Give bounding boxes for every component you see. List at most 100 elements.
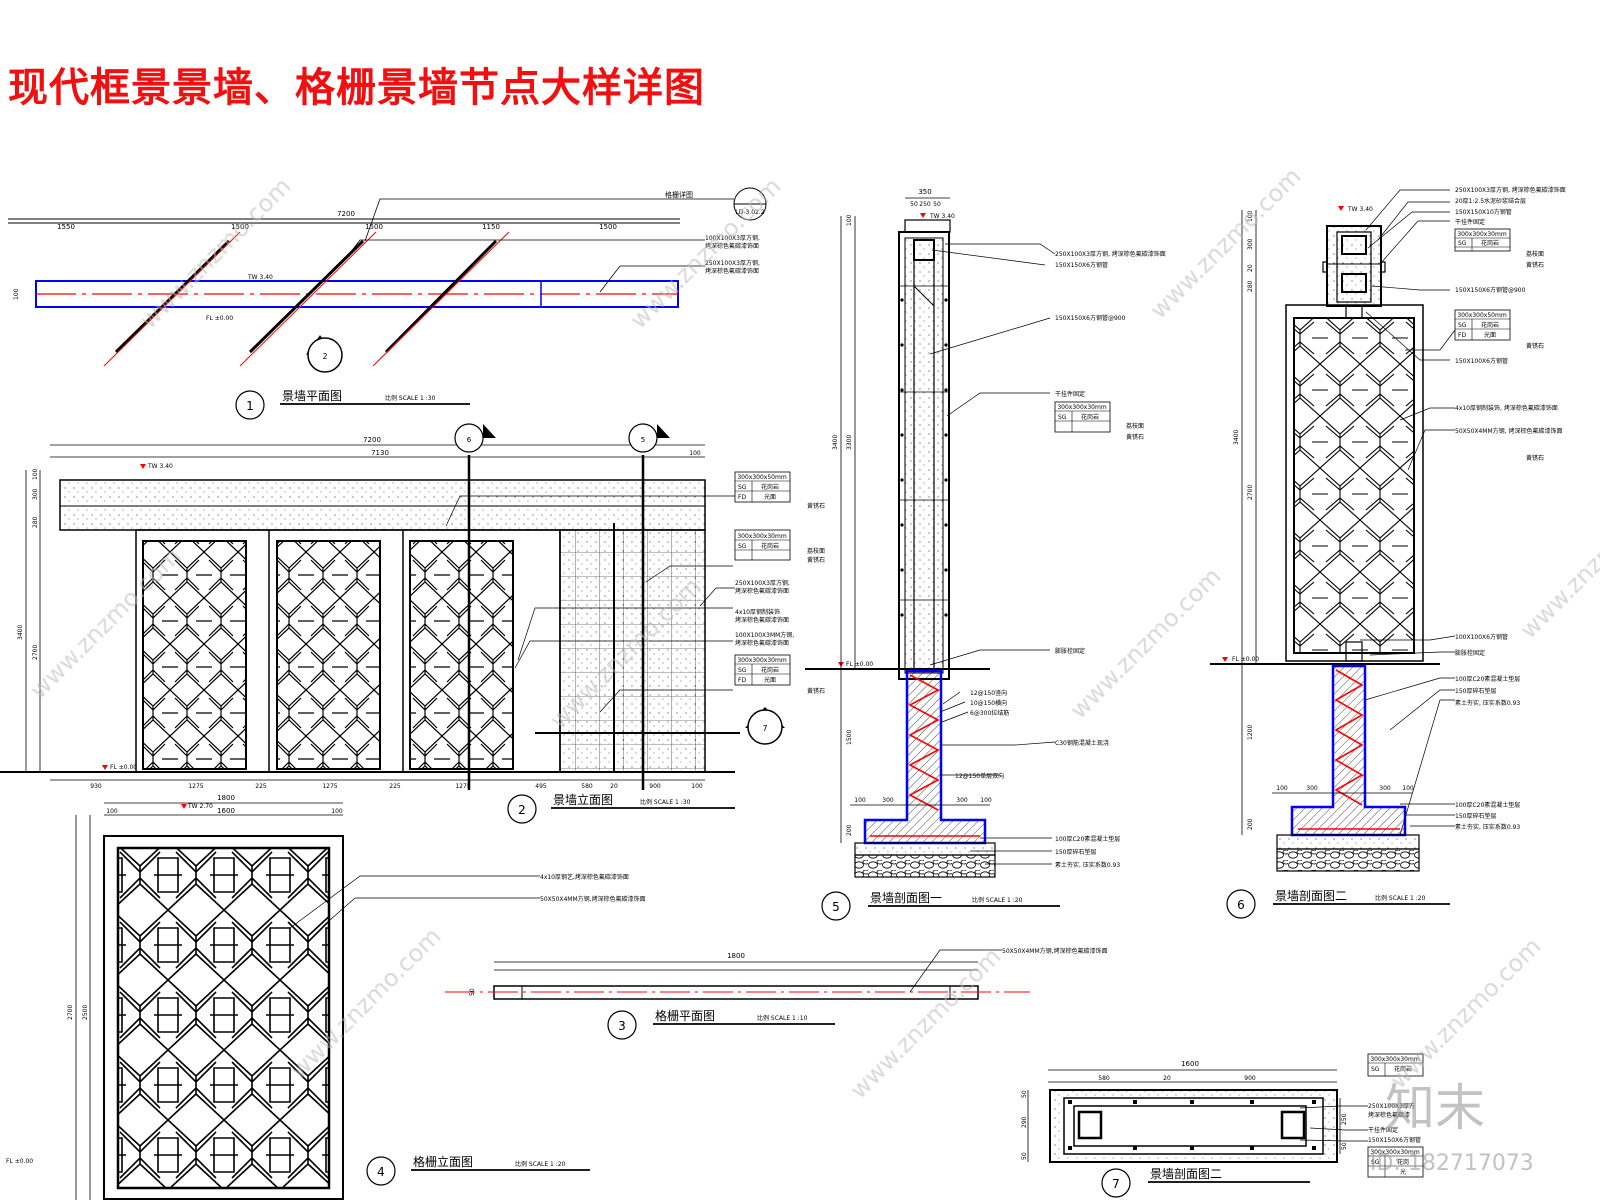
grille-elev-note-1: 4x10厚钢艺,烤深棕色氟碳漆饰面 [540,873,629,881]
elev-material-table-3: 300x300x30mm SG 花岗岩 FD 光面 [734,654,791,686]
watermark-text-9: www.znzmo.com [1384,932,1546,1094]
elev-left-part-4: 2700 [32,645,39,660]
elev-bottom-8: 580 [581,783,593,790]
tbl1-r2b: 光面 [764,493,776,501]
grille-elevation-view: 1800 1600 100 100 TW 2.70 2700 2500 FL ±… [6,794,646,1200]
sec6-note-9: 100X100X6方钢管 [1455,633,1508,641]
sec6-base-1: 100 [1276,785,1288,792]
detail-ref-sheet: LD-3.02.2 [735,209,764,216]
elev-grille-panel-3 [409,540,514,770]
sec6-note-16: 素土夯实, 压实系数0.93 [1455,823,1520,831]
view3-number-circle [607,1010,637,1040]
drawing-title: 现代框景景墙、格栅景墙节点大样详图 [8,65,705,111]
brand-logo-text: 知末 [1385,1079,1485,1137]
sec6-note-15: 150厚碎石垫层 [1455,812,1496,820]
sec7-left-dim-3: 50 [1021,1152,1028,1160]
view2-scale: 比例 SCALE 1 :30 [640,798,691,806]
grille-plan-depth: 50 [469,988,476,996]
sec6-tbl1-head: 300x300x30mm [1457,231,1506,238]
plan-wall-outline [35,280,679,308]
tbl2-r1a: SG [738,543,747,550]
sec6-stone-2: 黄锈石 [1526,261,1544,269]
sec6-base-4: 100 [1402,785,1414,792]
grille-plan-width: 1800 [727,952,745,960]
sec6-h-mid: 2700 [1247,485,1254,500]
sec6-base-3: 300 [1379,785,1391,792]
sec5-stone-b: 黄锈石 [1126,433,1144,441]
sec6-note-10: 膨胀栓固定 [1455,649,1485,657]
sec7-tbl2-r2b: 光 [1400,1168,1406,1176]
sec6-h-part-1: 300 [1247,238,1254,250]
sec7-right-dim-2: 50 [1341,1142,1348,1150]
sec7-tbl2-r1a: SG [1371,1159,1380,1166]
sec5-concrete-pad [854,842,996,856]
plan-seg-3: 1500 [365,223,383,231]
plan-tw-label: TW 3.40 [247,274,273,281]
view3-number: 3 [618,1019,626,1033]
wall-section-2-view: TW 3.40 FL ±0.00 3400 2700 100 300 20 28… [1210,186,1566,919]
view5-number-circle [821,891,851,921]
wall-section-plan-view: 1600 580 20 900 50 290 50 250 50 300x300… [1021,1053,1424,1198]
sec6-cap [1326,225,1382,307]
elev-note-2a: 4x10厚钢制装饰 [735,608,780,616]
plan-seg-2: 1500 [231,223,249,231]
sec6-below: 1200 [1247,725,1254,740]
elev-fl-label: FL ±0.00 [110,764,137,771]
plan-note-1b: 烤深棕色氟碳漆饰面 [705,242,759,250]
sec6-h-part-3: 280 [1247,280,1254,292]
sec6-tbl2-r2a: FD [1458,332,1466,339]
elev-material-table-1: 300x300x50mm SG 花岗岩 FD 光面 [734,471,791,503]
grille-elev-inner: 1600 [217,807,235,815]
sec5-rebar-1: 12@150竖向 [970,689,1007,697]
sec5-note-3: 150X150X6方钢管@900 [1055,314,1126,322]
sec5-material-table: 300x300x30mm SG 花岗岩 [1054,401,1111,433]
view6-number: 6 [1237,898,1245,912]
sec5-stone-a: 荔枝面 [1126,422,1144,430]
sec6-note-1: 250X100X3厚方钢, 烤深棕色氟碳漆饰面 [1455,186,1566,194]
grille-elev-frame [103,835,344,1200]
sec6-tbl1-r1a: SG [1458,240,1467,247]
elev-bottom-1: 930 [90,783,102,790]
view7-number: 7 [1112,1177,1120,1191]
elev-bottom-6: 1275 [455,783,470,790]
tbl1-r1a: SG [738,484,747,491]
view4-title: 格栅立面图 [413,1154,473,1169]
plan-grille-diagonals [114,239,498,354]
sec6-note-11: 100厚C20素混凝土垫层 [1455,675,1520,683]
sec7-tbl-head: 300x300x30mm [1370,1056,1419,1063]
section-6-num: 6 [467,436,472,444]
sec5-top-width: 350 [918,188,931,196]
elev-bottom-11: 100 [691,783,703,790]
sec6-h-total: 3400 [1233,430,1240,445]
sec6-footing [1290,664,1407,837]
elev-grille-panel-1 [142,540,247,770]
sec5-rebar-3: 6@300拉结筋 [970,709,1009,717]
grille-elev-fl: FL ±0.00 [6,1158,33,1165]
elev-left-total: 3400 [17,625,24,640]
grille-elev-h-inner: 2500 [82,1005,89,1020]
sec5-note-1: 250X100X3厚方钢, 烤深棕色氟碳漆饰面 [1055,250,1166,258]
view4-number-circle [366,1156,396,1186]
tbl1-r2a: FD [738,494,746,501]
sec5-rebar-2: 10@150横向 [970,699,1007,707]
wall-elevation-view: 7200 7130 100 6 5 7 930 1275 [0,423,825,824]
view1-number-circle [235,390,265,420]
sec5-anchor-marks [900,298,948,617]
grille-elev-side-l: 100 [106,808,118,815]
sec5-fl: FL ±0.00 [846,661,873,668]
plan-seg-1: 1550 [57,223,75,231]
watermark-text-10: www.znzmo.com [1514,482,1600,644]
view7-number-circle [1101,1168,1131,1198]
plan-note-2a: 250X100X3厚方钢, [705,259,760,267]
sec5-top-part-3: 50 [933,201,941,208]
view2-number-circle [507,794,537,824]
plan-seg-5: 1500 [599,223,617,231]
elev-bottom-7: 495 [535,783,547,790]
elev-left-part-3: 280 [32,516,39,528]
sec7-tbl2-r1b: 花岗 [1397,1158,1409,1166]
elev-left-part-2: 300 [32,488,39,500]
sec7-part-1: 580 [1098,1075,1110,1082]
elev-bottom-4: 1275 [322,783,337,790]
sec7-note-3: 干挂件固定 [1368,1126,1398,1134]
elev-bottom-3: 225 [255,783,267,790]
